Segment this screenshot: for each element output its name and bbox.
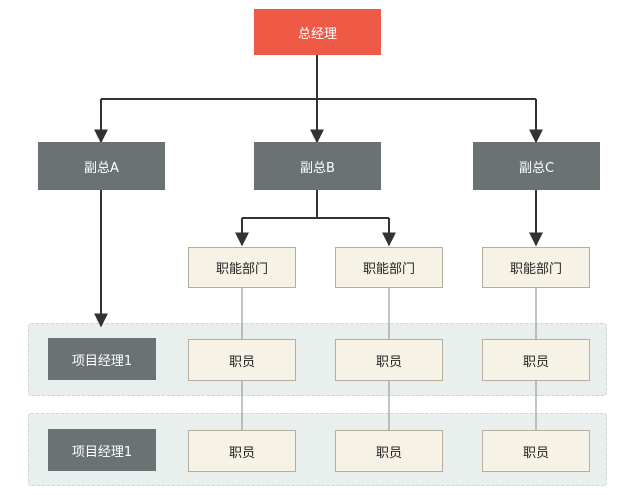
department-node-3: 职能部门 bbox=[482, 247, 590, 288]
staff-node: 职员 bbox=[188, 430, 296, 472]
project-manager-node-2: 项目经理1 bbox=[48, 429, 156, 471]
staff-node: 职员 bbox=[188, 339, 296, 381]
vp-c-node: 副总C bbox=[473, 142, 600, 190]
staff-node: 职员 bbox=[335, 339, 443, 381]
vp-a-node: 副总A bbox=[38, 142, 165, 190]
department-node-2: 职能部门 bbox=[335, 247, 443, 288]
department-node-1: 职能部门 bbox=[188, 247, 296, 288]
staff-node: 职员 bbox=[482, 339, 590, 381]
vp-b-node: 副总B bbox=[254, 142, 381, 190]
staff-node: 职员 bbox=[335, 430, 443, 472]
ceo-node: 总经理 bbox=[254, 9, 381, 55]
staff-node: 职员 bbox=[482, 430, 590, 472]
project-manager-node-1: 项目经理1 bbox=[48, 338, 156, 380]
